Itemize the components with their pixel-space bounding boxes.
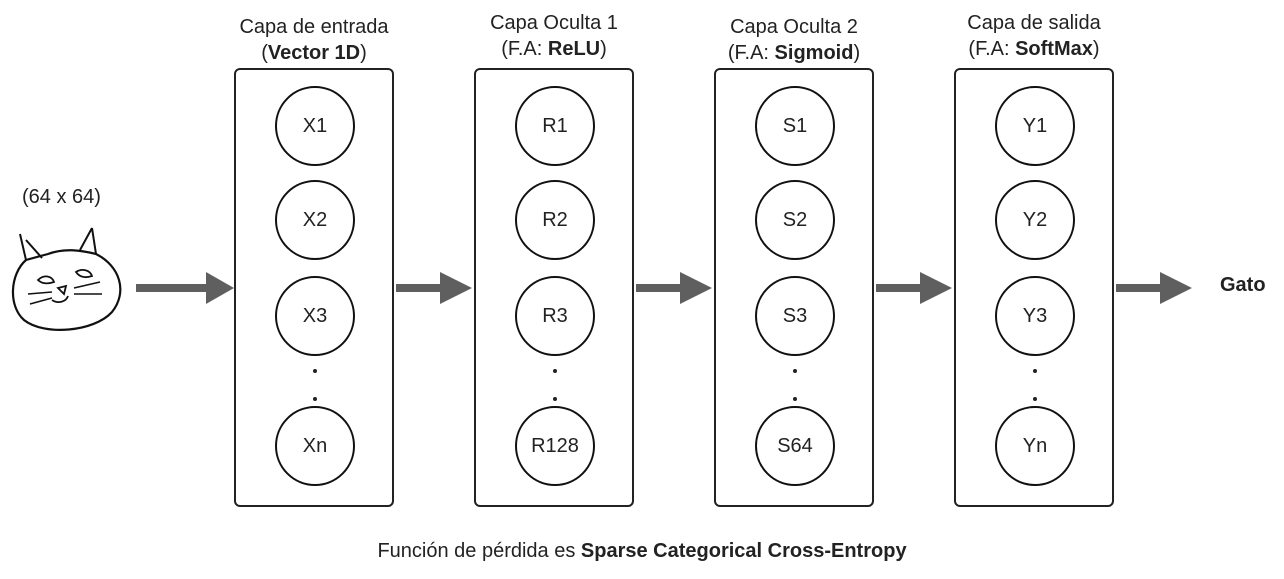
layer-title-output: Capa de salida (F.A: SoftMax): [967, 12, 1101, 60]
node: X1: [275, 86, 355, 166]
layer-title-input: Capa de entrada (Vector 1D): [239, 16, 389, 64]
node: R128: [515, 406, 595, 486]
ellipsis-dot: [793, 397, 797, 401]
node: Y3: [995, 276, 1075, 356]
loss-function-caption: Función de pérdida es Sparse Categorical…: [377, 540, 907, 562]
layer-title-hidden-2: Capa Oculta 2 (F.A: Sigmoid): [727, 16, 861, 64]
node: R2: [515, 180, 595, 260]
cat-drawing: [11, 227, 122, 331]
node: R1: [515, 86, 595, 166]
layer-box-output: Y1 Y2 Y3 Yn: [954, 68, 1114, 507]
ellipsis-dot: [1033, 397, 1037, 401]
arrow-right-icon: [1116, 272, 1192, 304]
arrow-right-icon: [396, 272, 472, 304]
node: S64: [755, 406, 835, 486]
node: Yn: [995, 406, 1075, 486]
ellipsis-dot: [553, 397, 557, 401]
node: X3: [275, 276, 355, 356]
arrow-right-icon: [636, 272, 712, 304]
ellipsis-dot: [313, 369, 317, 373]
node: Xn: [275, 406, 355, 486]
input-size-label: (64 x 64): [22, 186, 101, 208]
node: S1: [755, 86, 835, 166]
layer-box-hidden-2: S1 S2 S3 S64: [714, 68, 874, 507]
layer-box-input: X1 X2 X3 Xn: [234, 68, 394, 507]
node: S2: [755, 180, 835, 260]
arrow-right-icon: [876, 272, 952, 304]
node: S3: [755, 276, 835, 356]
layer-box-hidden-1: R1 R2 R3 R128: [474, 68, 634, 507]
node: R3: [515, 276, 595, 356]
output-label: Gato: [1220, 274, 1266, 296]
ellipsis-dot: [313, 397, 317, 401]
node: Y1: [995, 86, 1075, 166]
arrow-right-icon: [136, 272, 234, 304]
layer-title-hidden-1: Capa Oculta 1 (F.A: ReLU): [490, 12, 618, 60]
node: X2: [275, 180, 355, 260]
node: Y2: [995, 180, 1075, 260]
ellipsis-dot: [793, 369, 797, 373]
ellipsis-dot: [1033, 369, 1037, 373]
ellipsis-dot: [553, 369, 557, 373]
